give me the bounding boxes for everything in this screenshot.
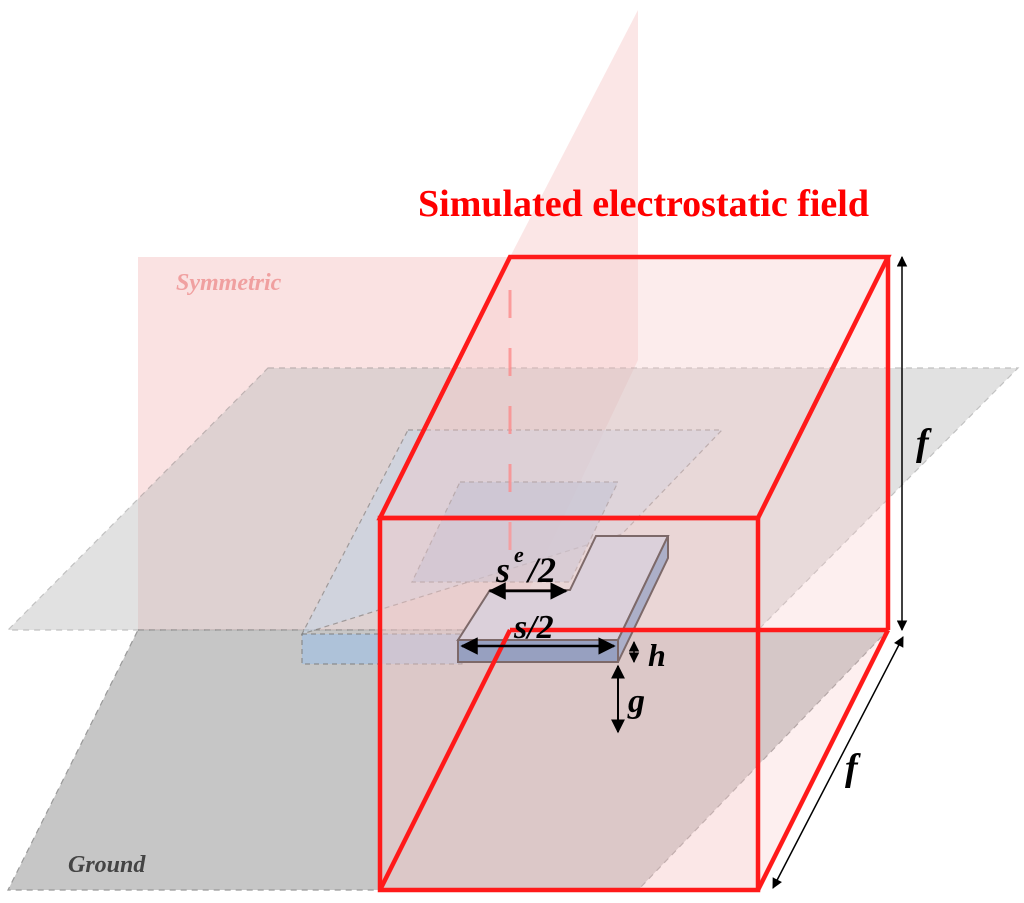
symmetric-label: Symmetric [176, 270, 282, 296]
f-depth-arrow [772, 636, 904, 889]
g-label: g [627, 683, 645, 720]
se-half-tail: /2 [525, 550, 556, 590]
f-vertical-label: f [916, 422, 932, 464]
f-depth-label: f [845, 747, 861, 789]
diagram-title: Simulated electrostatic field [418, 183, 869, 225]
ground-label: Ground [68, 852, 146, 878]
s-half-label: s/2 [513, 609, 554, 646]
h-label: h [648, 637, 666, 673]
se-half-base: s [495, 550, 510, 590]
se-half-sup: e [514, 542, 524, 567]
se-half-label: s e /2 [495, 542, 556, 590]
